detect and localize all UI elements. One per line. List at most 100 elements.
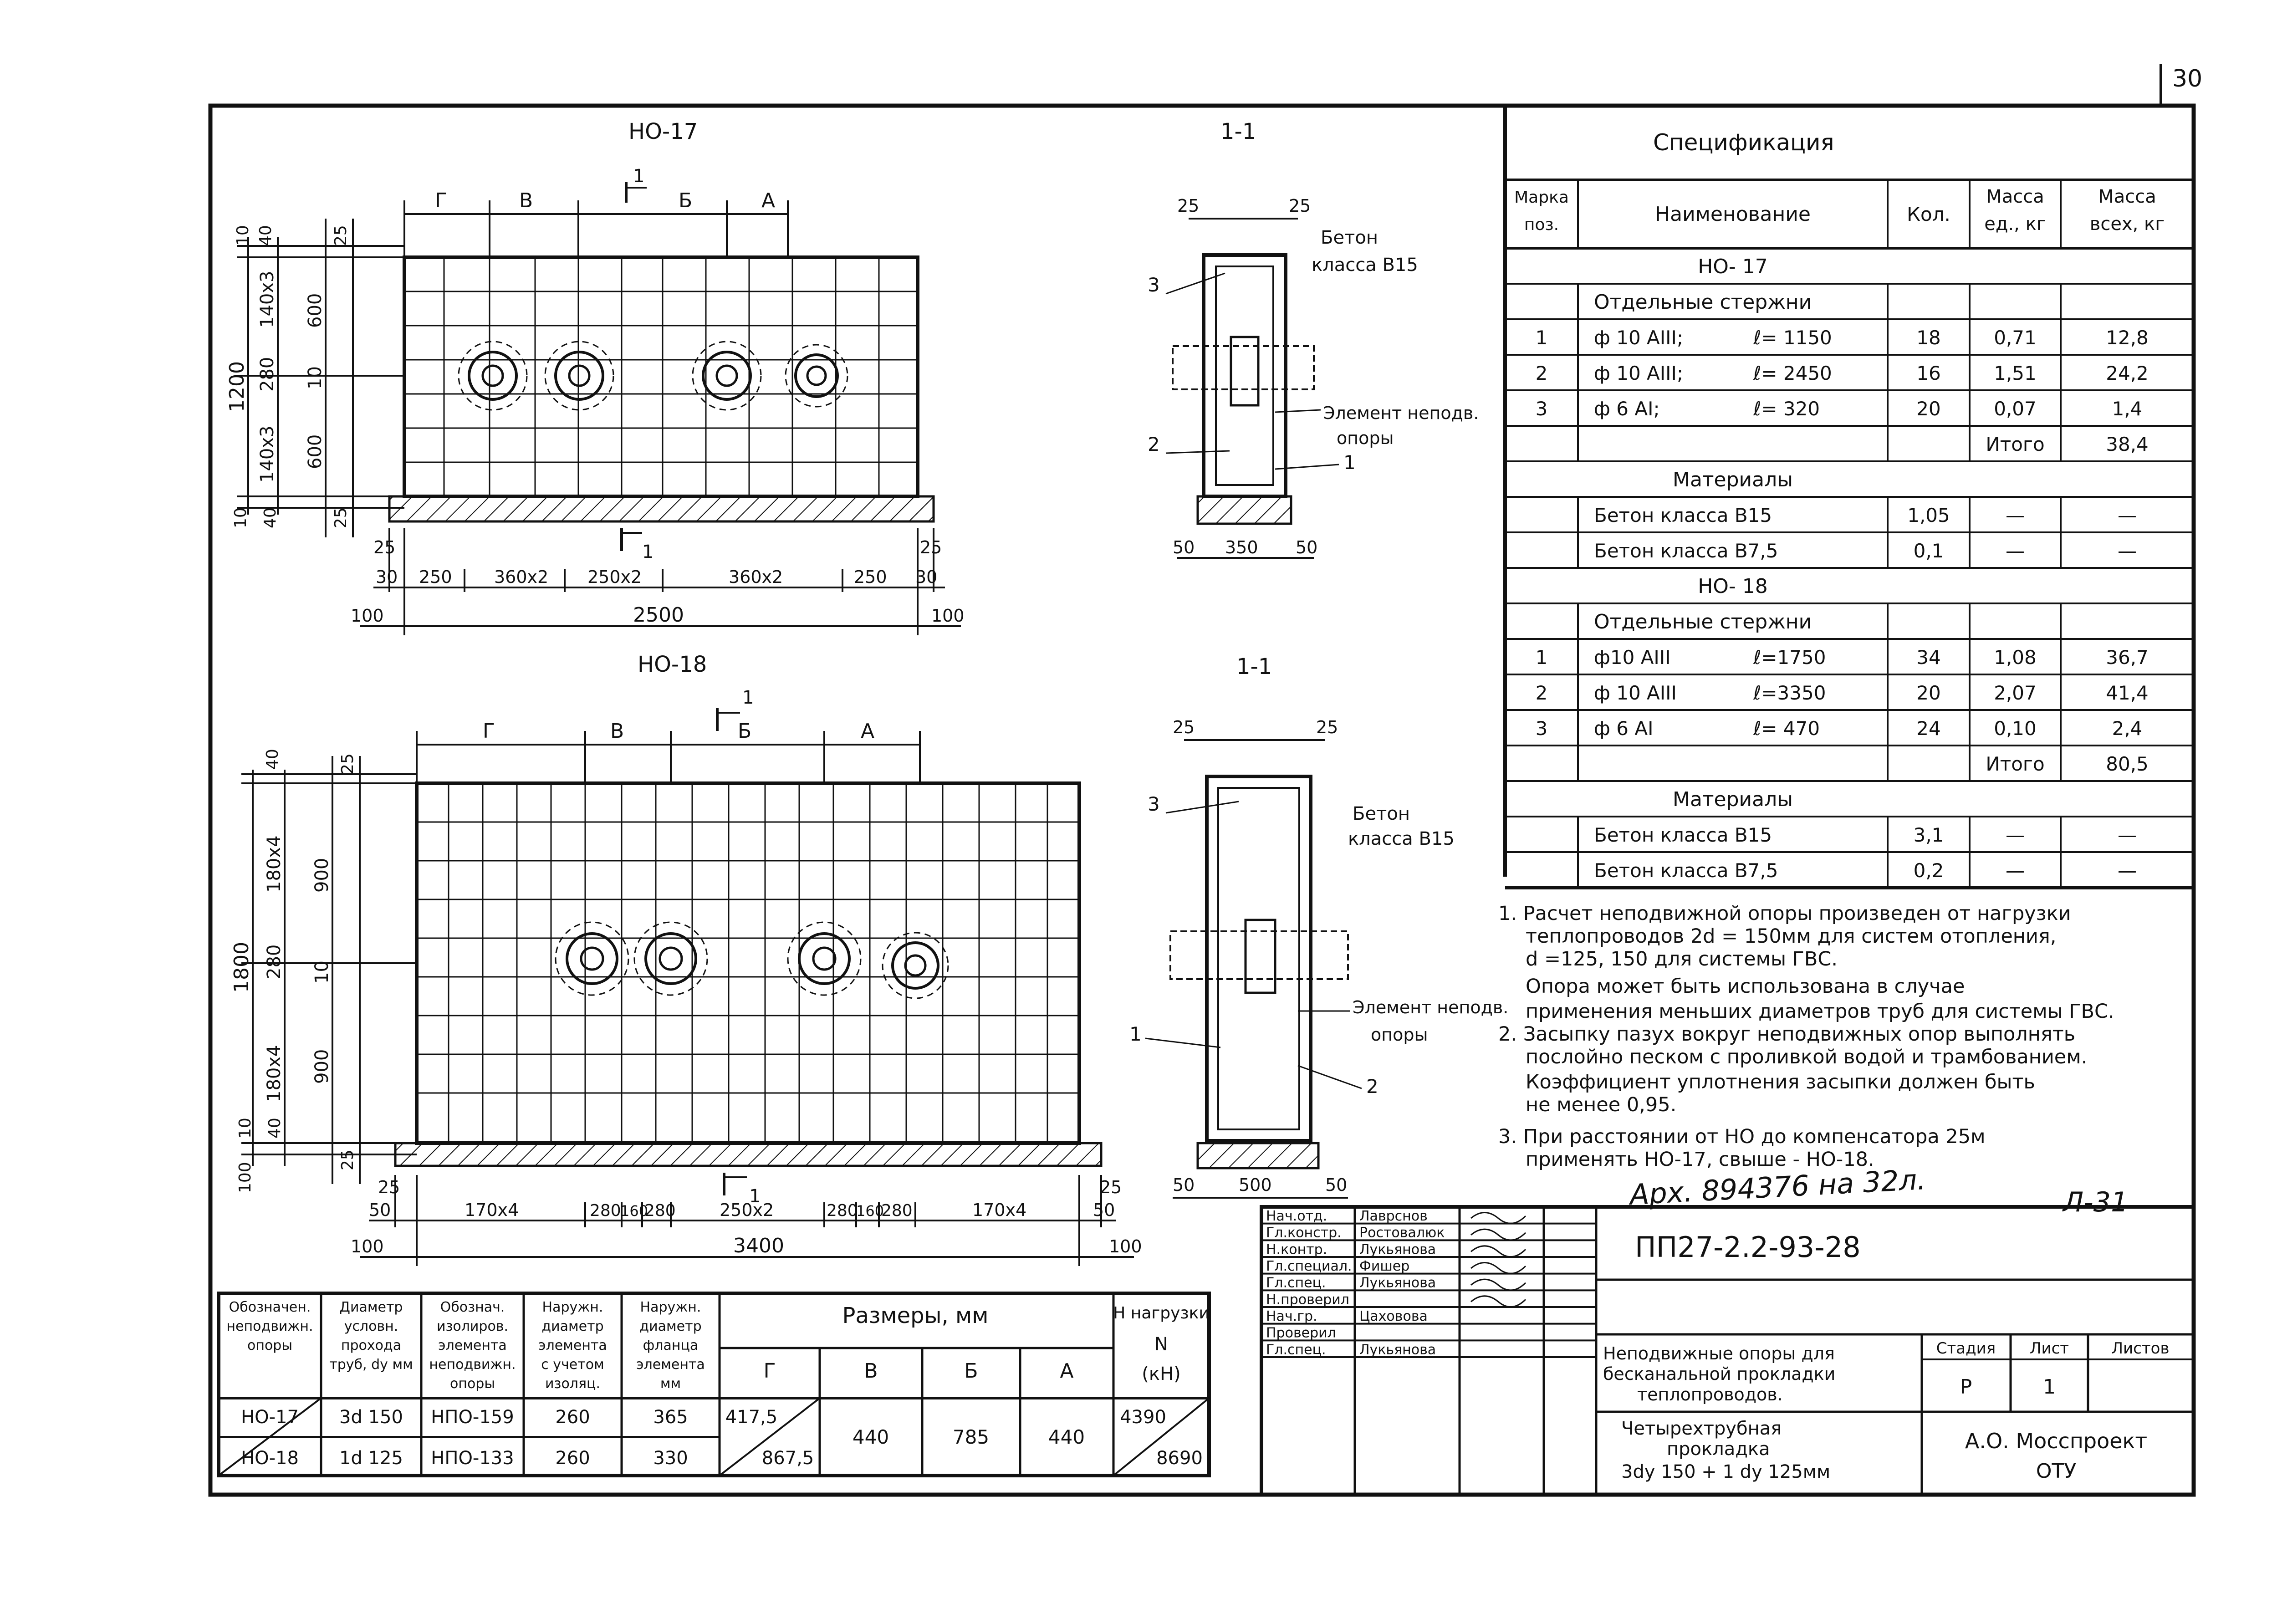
title-block-role: Проверил <box>1266 1325 1336 1341</box>
no17-bottom-total: 2500 <box>633 603 684 627</box>
no18-cut-label: 1 <box>742 687 754 708</box>
spec-header-qty: Кол. <box>1907 203 1950 225</box>
title-block-sheet-header: Лист <box>2030 1339 2069 1358</box>
bottom-table-header: Обознач. <box>440 1299 505 1315</box>
spec-row-qty: 20 <box>1916 682 1940 704</box>
no17-left-right-3: 600 <box>305 434 326 469</box>
title-block-sheet: 1 <box>2043 1375 2056 1399</box>
no17-section-inner <box>1215 266 1274 486</box>
no18-section-dim-500: 500 <box>1239 1175 1272 1195</box>
bottom-table-header: Наружн. <box>542 1299 603 1315</box>
bottom-table-header: Обозначен. <box>229 1299 311 1315</box>
no17-left-right-2: 10 <box>305 366 326 389</box>
note-line: Коэффициент уплотнения засыпки должен бы… <box>1526 1071 2035 1093</box>
no18-bottom-160b: 160 <box>856 1202 884 1220</box>
bottom-table-diagonal <box>218 1397 322 1476</box>
title-block-name: Лукьянова <box>1359 1241 1436 1257</box>
no18-left-inner-2: 280 <box>264 945 285 979</box>
bottom-table-frame <box>217 1292 1211 1477</box>
signature-mark <box>1470 1245 1527 1258</box>
no18-footing <box>394 1142 1103 1167</box>
bottom-table-header: опоры <box>450 1376 495 1392</box>
spec-row-qty: 20 <box>1916 398 1940 420</box>
spec-row-length: ℓ=3350 <box>1753 682 1826 704</box>
no18-left-dim-lines <box>241 756 417 1184</box>
no17-section: 1-1 25 25 50 350 50 Бетон класса В15 Эле… <box>1148 119 1479 559</box>
no18-bottom-100b: 100 <box>1109 1236 1142 1256</box>
title-block-role: Гл.специал. <box>1266 1258 1352 1274</box>
bottom-table-cell: 330 <box>653 1448 688 1469</box>
spec-row-mark: 3 <box>1536 398 1548 420</box>
no17-bottom-25b: 25 <box>920 537 942 557</box>
spec-material-name: Бетон класса В7,5 <box>1594 540 1778 562</box>
no17-bottom-25a: 25 <box>373 537 395 557</box>
bottom-table-cell: 3d 150 <box>339 1407 403 1428</box>
no18-section-dim-50b: 50 <box>1325 1175 1347 1195</box>
spec-row-qty: 18 <box>1916 327 1940 349</box>
spec-header-name: Наименование <box>1655 203 1811 226</box>
drawing-code: ПП27-2.2-93-28 <box>1635 1231 1861 1264</box>
bottom-table-load-header: Н нагрузки <box>1113 1304 1209 1323</box>
bottom-table-size-col: В <box>864 1359 878 1383</box>
spec-header-mass-total: Масса <box>2098 186 2156 207</box>
no18-concrete-label-2: класса В15 <box>1348 828 1455 849</box>
no18-element-label-2: опоры <box>1371 1025 1428 1045</box>
spec-row-length: ℓ= 2450 <box>1753 362 1832 384</box>
spec-material-name: Бетон класса В15 <box>1594 504 1772 526</box>
bottom-table-cell: 260 <box>555 1448 590 1469</box>
signature-mark <box>1470 1212 1527 1224</box>
spec-material-qty: 1,05 <box>1907 504 1950 526</box>
bottom-table-v-value: 440 <box>853 1426 889 1448</box>
spec-group-title: НО- 17 <box>1698 255 1768 278</box>
spec-row-qty: 16 <box>1916 362 1940 384</box>
spec-header-mass-total-2: всех, кг <box>2090 214 2165 235</box>
no18-small-100: 100 <box>236 1162 255 1193</box>
no18-small-25b: 25 <box>338 1149 357 1170</box>
no18-left-inner-1: 180х4 <box>264 836 285 893</box>
no17-concrete-label-1: Бетон <box>1321 227 1378 248</box>
spec-row-mass-unit: 0,10 <box>1994 717 2037 740</box>
bottom-table-header: Диаметр <box>340 1299 403 1315</box>
bottom-table-size-col: Г <box>764 1359 776 1383</box>
spec-row-mark: 1 <box>1536 327 1548 349</box>
no17-callout-1: 1 <box>1343 451 1356 474</box>
spec-row-qty: 34 <box>1916 646 1940 669</box>
bottom-table-cell: НО-18 <box>241 1448 299 1469</box>
no18-bottom-280a: 280 <box>590 1201 621 1220</box>
spec-material-mass-total: — <box>2118 824 2137 846</box>
no17-element-label-1: Элемент неподв. <box>1323 403 1479 423</box>
no18-bottom-100a: 100 <box>351 1236 384 1256</box>
no17-dim-a: А <box>761 189 775 212</box>
no17-cut-label-bottom: 1 <box>642 541 653 562</box>
spec-material-qty: 0,2 <box>1914 859 1944 882</box>
no17-grid <box>404 257 918 496</box>
no18-dim-g: Г <box>483 720 495 743</box>
spec-subtitle: Отдельные стержни <box>1594 610 1812 633</box>
bottom-table-a-value: 440 <box>1048 1426 1085 1448</box>
no18-concrete-label-1: Бетон <box>1353 803 1410 824</box>
no17-concrete-label-2: класса В15 <box>1312 255 1418 276</box>
no18-bottom-280c: 280 <box>827 1201 858 1220</box>
spec-header-mass-unit-2: ед., кг <box>1984 214 2046 235</box>
spec-material-qty: 3,1 <box>1914 824 1944 846</box>
bottom-table-header: изоляц. <box>545 1376 600 1392</box>
spec-row-length: ℓ= 1150 <box>1753 327 1832 349</box>
bottom-table-header: прохода <box>341 1338 401 1353</box>
no17-bottom-250x2: 250х2 <box>587 567 642 587</box>
drawing-subtitle-line: 3dу 150 + 1 dу 125мм <box>1621 1461 1830 1482</box>
title-block-frame <box>1260 1205 2195 1496</box>
title-block-name: Лукьянова <box>1359 1275 1436 1291</box>
spec-row-bar: ф 10 АIII <box>1594 682 1677 704</box>
drawing-subtitle-line: Четырехтрубная <box>1621 1418 1782 1439</box>
title-block-role: Нач.отд. <box>1266 1208 1327 1224</box>
bottom-table-load-value: 8690 <box>1156 1448 1203 1469</box>
no17-left-inner-3: 140х3 <box>257 426 278 483</box>
bottom-table-size-header: Размеры, мм <box>842 1303 989 1328</box>
no17-callout-2: 2 <box>1148 433 1160 455</box>
no17-section-dim-50b: 50 <box>1296 537 1317 557</box>
note-line: 2. Засыпку пазух вокруг неподвижных опор… <box>1498 1023 2075 1046</box>
no18-left-total: 1800 <box>230 942 253 993</box>
note-line: теплопроводов 2d = 150мм для систем отоп… <box>1526 925 2056 948</box>
note-line: 1. Расчет неподвижной опоры произведен о… <box>1498 902 2071 925</box>
spec-material-mass-unit: — <box>2006 824 2025 846</box>
